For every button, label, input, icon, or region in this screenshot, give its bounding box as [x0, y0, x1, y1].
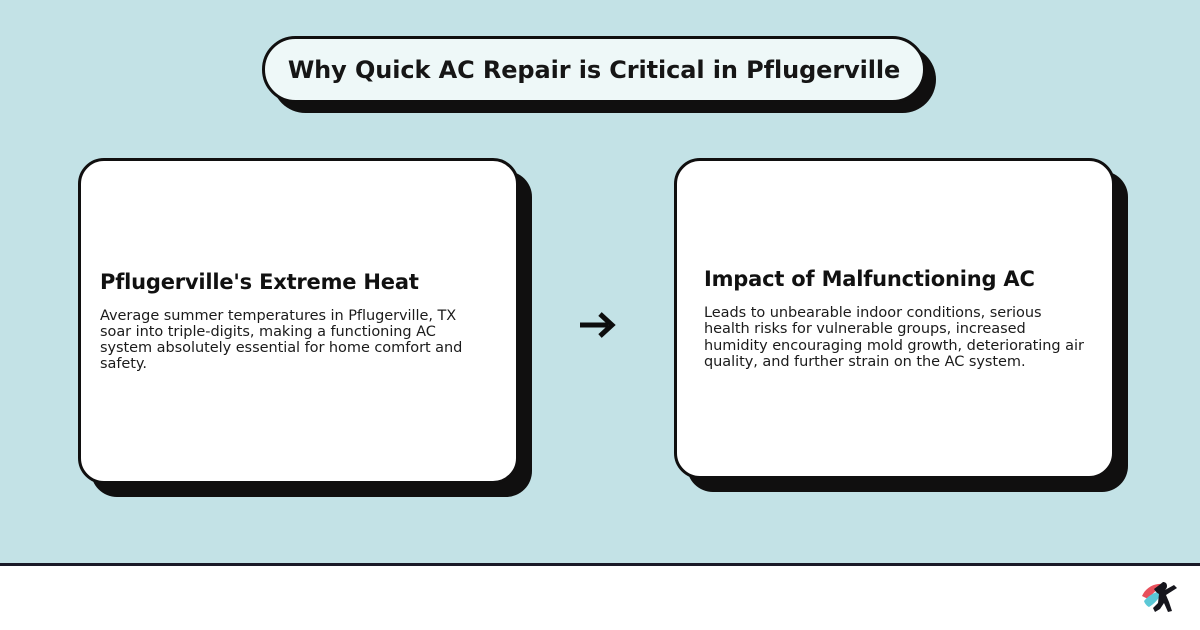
footer-divider [0, 563, 1200, 566]
caped-hero-logo [1136, 573, 1184, 621]
footer-bar [0, 566, 1200, 630]
card-body-text: Average summer temperatures in Pflugervi… [100, 307, 463, 373]
card-heading: Pflugerville's Extreme Heat [100, 269, 419, 294]
card-content: Impact of Malfunctioning AC Leads to unb… [677, 267, 1112, 370]
title-pill: Why Quick AC Repair is Critical in Pflug… [262, 36, 926, 103]
card-malfunctioning-ac: Impact of Malfunctioning AC Leads to unb… [674, 158, 1115, 479]
arrow-right-icon [570, 300, 630, 350]
card-body-text: Leads to unbearable indoor conditions, s… [704, 305, 1084, 370]
card-heading: Impact of Malfunctioning AC [704, 267, 1035, 292]
page-title: Why Quick AC Repair is Critical in Pflug… [287, 55, 901, 84]
card-extreme-heat: Pflugerville's Extreme Heat Average summ… [78, 158, 519, 484]
card-content: Pflugerville's Extreme Heat Average summ… [81, 270, 516, 373]
